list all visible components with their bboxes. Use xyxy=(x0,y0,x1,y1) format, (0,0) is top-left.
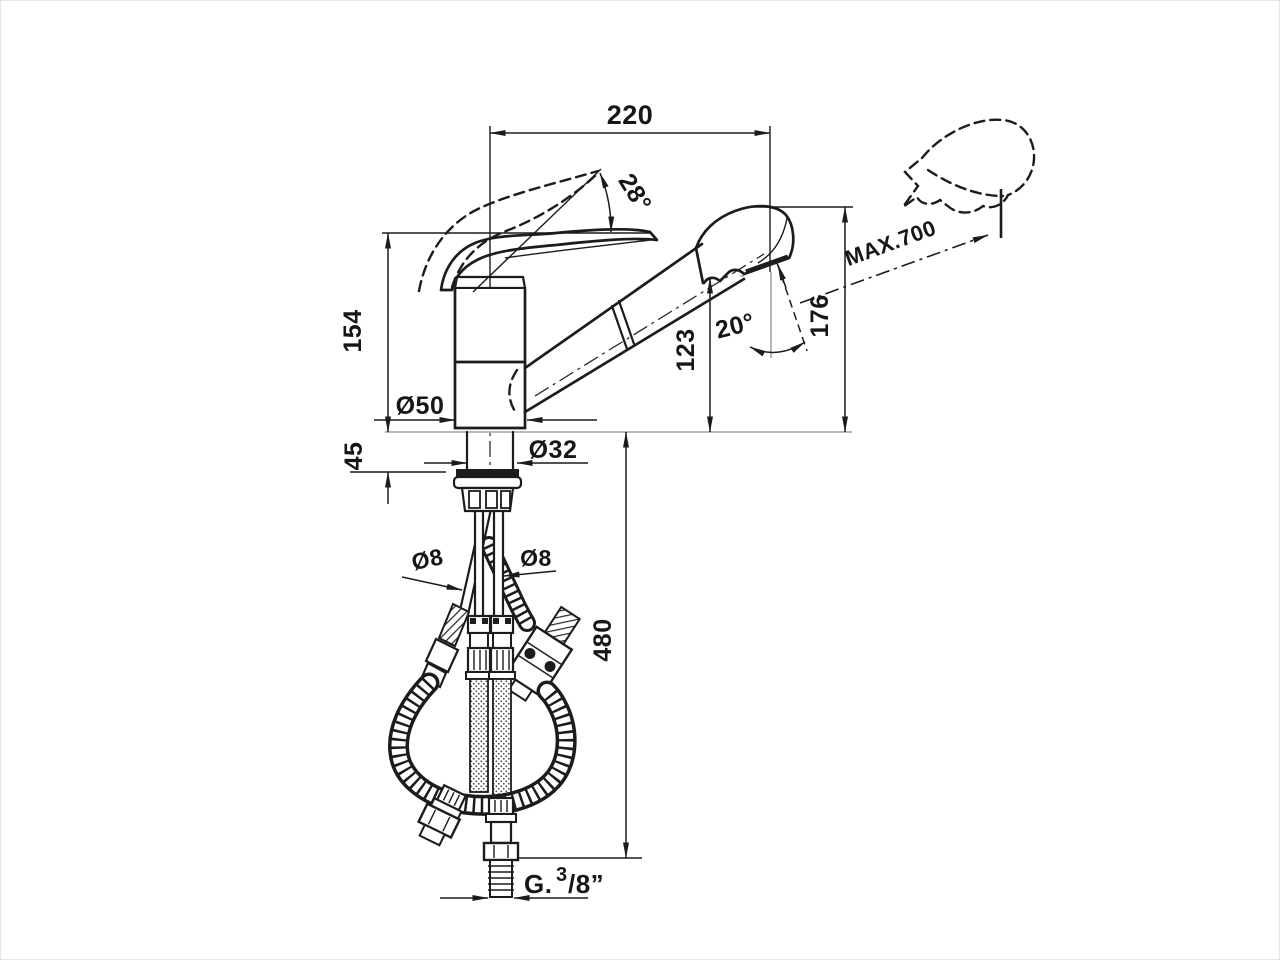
thread-label-prefix: G. xyxy=(524,869,552,899)
braided-hose-left xyxy=(469,678,489,793)
spout-joint-ring xyxy=(617,299,636,346)
thread-label-suffix: /8” xyxy=(568,869,604,899)
dimension-480: 480 xyxy=(589,431,629,859)
reference-lines xyxy=(350,126,853,859)
angle-28-label: 28° xyxy=(612,169,657,217)
angle-20-label: 20° xyxy=(713,308,758,345)
dim-176-label: 176 xyxy=(806,294,834,337)
dim-480-label: 480 xyxy=(589,618,617,661)
dimension-dia32: Ø32 xyxy=(424,436,588,466)
dim-123-label: 123 xyxy=(672,328,700,371)
faucet xyxy=(417,169,795,513)
dimension-154-45: 154 45 xyxy=(339,232,391,504)
dim-154-label: 154 xyxy=(339,309,367,352)
dimensions: 220 28° MAX.700 154 45 480 123 xyxy=(339,100,989,901)
braided-hose-right xyxy=(492,678,512,799)
dimension-176: 176 xyxy=(806,206,848,433)
dimension-dia8-right: Ø8 xyxy=(503,545,557,578)
supply-hoses-assembly xyxy=(388,507,582,898)
handle-raised-outline xyxy=(450,171,600,289)
dimension-thread: G. 3 /8” xyxy=(440,864,604,901)
spout-joint-ring xyxy=(610,304,629,351)
spout-base-hidden-line xyxy=(508,368,519,415)
spout-centerline xyxy=(534,253,765,397)
handle-inner-line xyxy=(504,239,651,259)
spray-hose-connector xyxy=(504,605,582,703)
mounting-shank xyxy=(452,430,523,513)
thread-label-numerator: 3 xyxy=(556,864,568,886)
dimension-123: 123 xyxy=(672,277,713,433)
dia-8-right-label: Ø8 xyxy=(520,545,552,571)
faucet-body xyxy=(453,286,527,430)
outlet-face xyxy=(745,254,789,275)
dia-8-left-label: Ø8 xyxy=(409,543,445,575)
braided-hoses xyxy=(465,614,516,799)
base-gasket xyxy=(456,469,519,477)
dimension-dia50: Ø50 xyxy=(374,392,597,423)
dia-50-label: Ø50 xyxy=(396,392,445,420)
dimension-220: 220 xyxy=(489,100,771,136)
spray-head xyxy=(694,204,795,285)
max-700-label: MAX.700 xyxy=(841,215,939,271)
connector-dot xyxy=(524,647,536,659)
dimension-max700: MAX.700 xyxy=(799,215,989,304)
dim-45-label: 45 xyxy=(340,442,368,471)
tailpiece-fitting xyxy=(482,796,520,898)
base-washer xyxy=(452,475,523,490)
handle-lever xyxy=(439,227,659,292)
hex-nut xyxy=(482,841,520,862)
connector-dot xyxy=(544,661,556,673)
dimension-dia8-left: Ø8 xyxy=(401,543,463,591)
handle-raised-outline xyxy=(417,169,600,293)
spray-head-pulled-out-phantom xyxy=(902,118,1036,238)
left-hose-end-fitting xyxy=(416,783,468,847)
dim-220-label: 220 xyxy=(607,100,654,130)
spout-fill xyxy=(525,244,744,412)
supply-tubes xyxy=(473,507,505,620)
dia-32-label: Ø32 xyxy=(529,436,578,464)
spray-hose-fittings-left xyxy=(420,602,471,689)
